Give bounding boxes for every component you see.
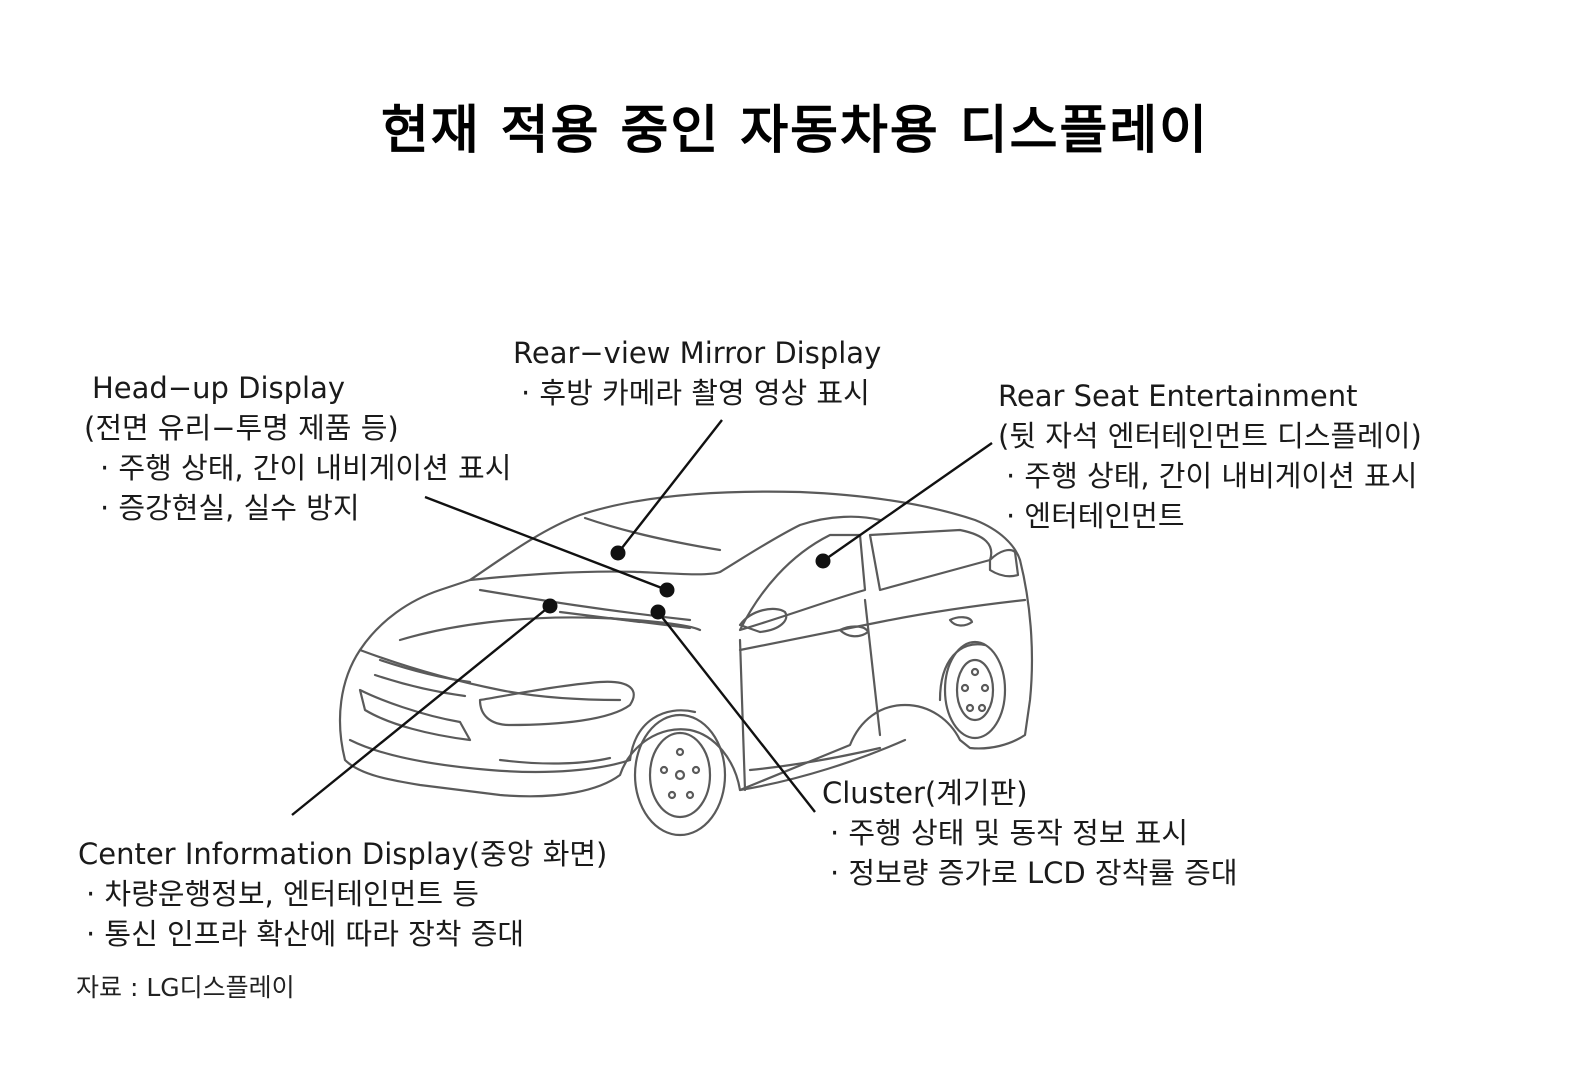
hud-marker-dot [659, 582, 675, 598]
rse-heading: Rear Seat Entertainment [998, 379, 1358, 413]
hud-heading: Head−up Display [92, 371, 346, 405]
rse-subheading: (뒷 자석 엔터테인먼트 디스플레이) [998, 419, 1422, 453]
rearview-leader-line [617, 419, 723, 554]
rearview-marker-dot [610, 545, 626, 561]
rse-bullet-2: · 엔터테인먼트 [1006, 499, 1185, 533]
source-note: 자료 : LG디스플레이 [76, 973, 295, 1002]
rse-callout: Rear Seat Entertainment (뒷 자석 엔터테인먼트 디스플… [998, 376, 1422, 536]
cid-marker-dot [542, 598, 558, 614]
rearview-callout: Rear−view Mirror Display · 후방 카메라 촬영 영상 … [513, 333, 881, 413]
hud-callout: Head−up Display (전면 유리−투명 제품 등) · 주행 상태,… [84, 368, 512, 528]
rearview-bullet-1: · 후방 카메라 촬영 영상 표시 [521, 376, 870, 410]
rse-bullet-1: · 주행 상태, 간이 내비게이션 표시 [1006, 459, 1418, 493]
cid-bullet-1: · 차량운행정보, 엔터테인먼트 등 [86, 877, 479, 911]
hud-bullet-2: · 증강현실, 실수 방지 [100, 491, 360, 525]
rse-marker-dot [815, 553, 831, 569]
cid-leader-line [291, 605, 551, 816]
cluster-heading: Cluster(계기판) [822, 776, 1028, 810]
car-illustration [338, 490, 1034, 837]
rse-leader-line [822, 442, 993, 562]
cluster-leader-line [657, 611, 816, 813]
cid-heading: Center Information Display(중앙 화면) [78, 837, 608, 871]
hud-subheading: (전면 유리−투명 제품 등) [84, 411, 399, 445]
marker-dots [542, 545, 831, 620]
cluster-callout: Cluster(계기판) · 주행 상태 및 동작 정보 표시 · 정보량 증가… [822, 773, 1238, 893]
hud-bullet-1: · 주행 상태, 간이 내비게이션 표시 [100, 451, 512, 485]
hud-leader-line [424, 495, 668, 592]
rearview-heading: Rear−view Mirror Display [513, 336, 882, 370]
cid-callout: Center Information Display(중앙 화면) · 차량운행… [78, 834, 607, 954]
cluster-marker-dot [650, 604, 666, 620]
leader-lines [291, 419, 993, 816]
cluster-bullet-1: · 주행 상태 및 동작 정보 표시 [830, 816, 1189, 850]
cluster-bullet-2: · 정보량 증가로 LCD 장착률 증대 [830, 856, 1238, 890]
page-title: 현재 적용 중인 자동차용 디스플레이 [380, 101, 1209, 161]
cid-bullet-2: · 통신 인프라 확산에 따라 장착 증대 [86, 917, 525, 951]
